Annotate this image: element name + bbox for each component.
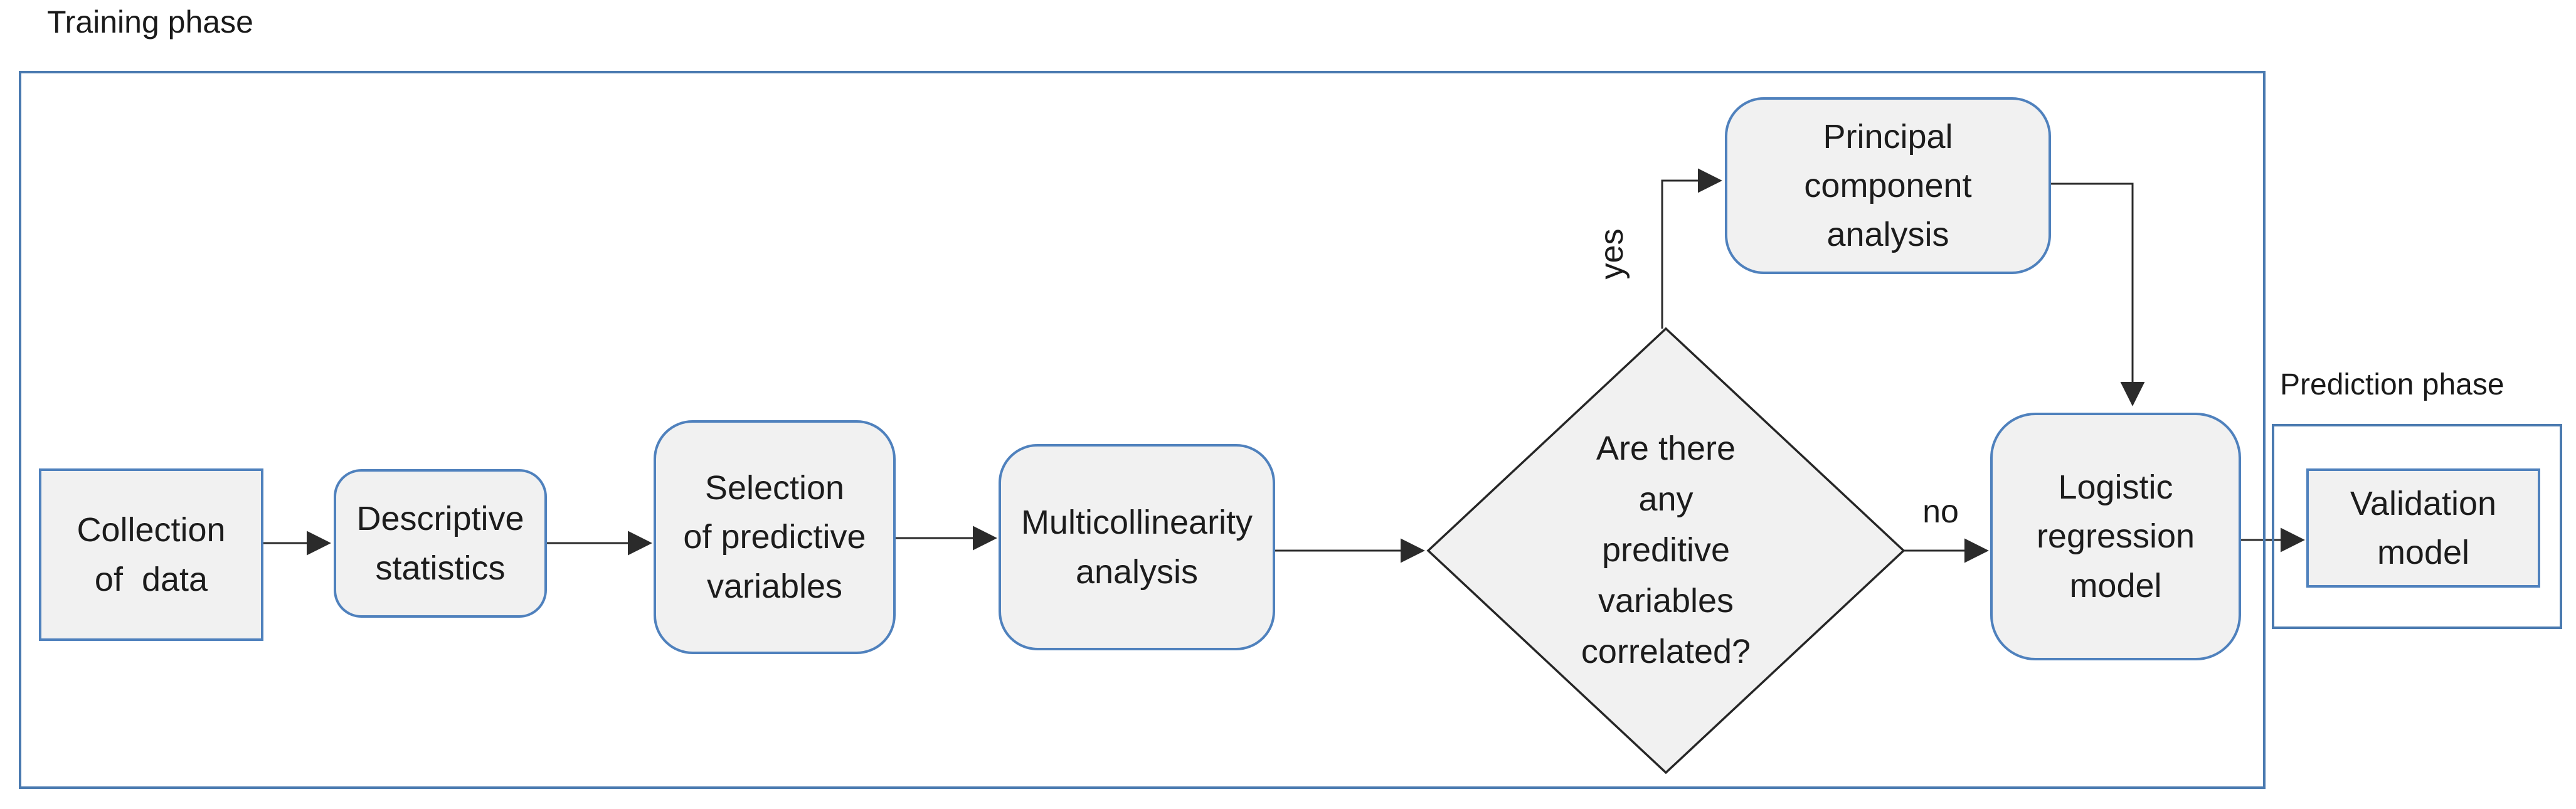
node-descriptive-statistics-label: Descriptive statistics — [356, 500, 524, 587]
node-validation-model: Validation model — [2306, 468, 2540, 588]
node-principal-component-analysis-label: Principal component analysis — [1804, 117, 1972, 254]
node-selection-of-predictive-variables-label: Selection of predictive variables — [683, 469, 866, 605]
node-descriptive-statistics: Descriptive statistics — [334, 469, 547, 618]
branch-label-no: no — [1922, 494, 1959, 530]
branch-label-yes: yes — [1594, 228, 1630, 280]
prediction-phase-frame — [2272, 424, 2562, 629]
node-multicollinearity-analysis: Multicollinearity analysis — [999, 444, 1275, 650]
node-collection-of-data-label: Collection of data — [77, 511, 226, 598]
node-validation-model-label: Validation model — [2350, 484, 2497, 571]
arrow-pca-to-logistic — [2051, 182, 2145, 406]
node-logistic-regression-model-label: Logistic regression model — [2036, 468, 2195, 605]
training-phase-label: Training phase — [47, 4, 253, 40]
training-phase-frame — [19, 71, 2266, 789]
node-principal-component-analysis: Principal component analysis — [1725, 97, 2051, 274]
decision-diamond-label: Are there any preditive variables correl… — [1581, 429, 1751, 670]
node-collection-of-data: Collection of data — [39, 468, 263, 641]
node-selection-of-predictive-variables: Selection of predictive variables — [654, 420, 896, 654]
prediction-phase-label: Prediction phase — [2280, 368, 2504, 401]
node-multicollinearity-analysis-label: Multicollinearity analysis — [1020, 504, 1253, 591]
node-logistic-regression-model: Logistic regression model — [1990, 413, 2241, 660]
arrow-decision-yes-to-pca — [1661, 168, 1722, 329]
